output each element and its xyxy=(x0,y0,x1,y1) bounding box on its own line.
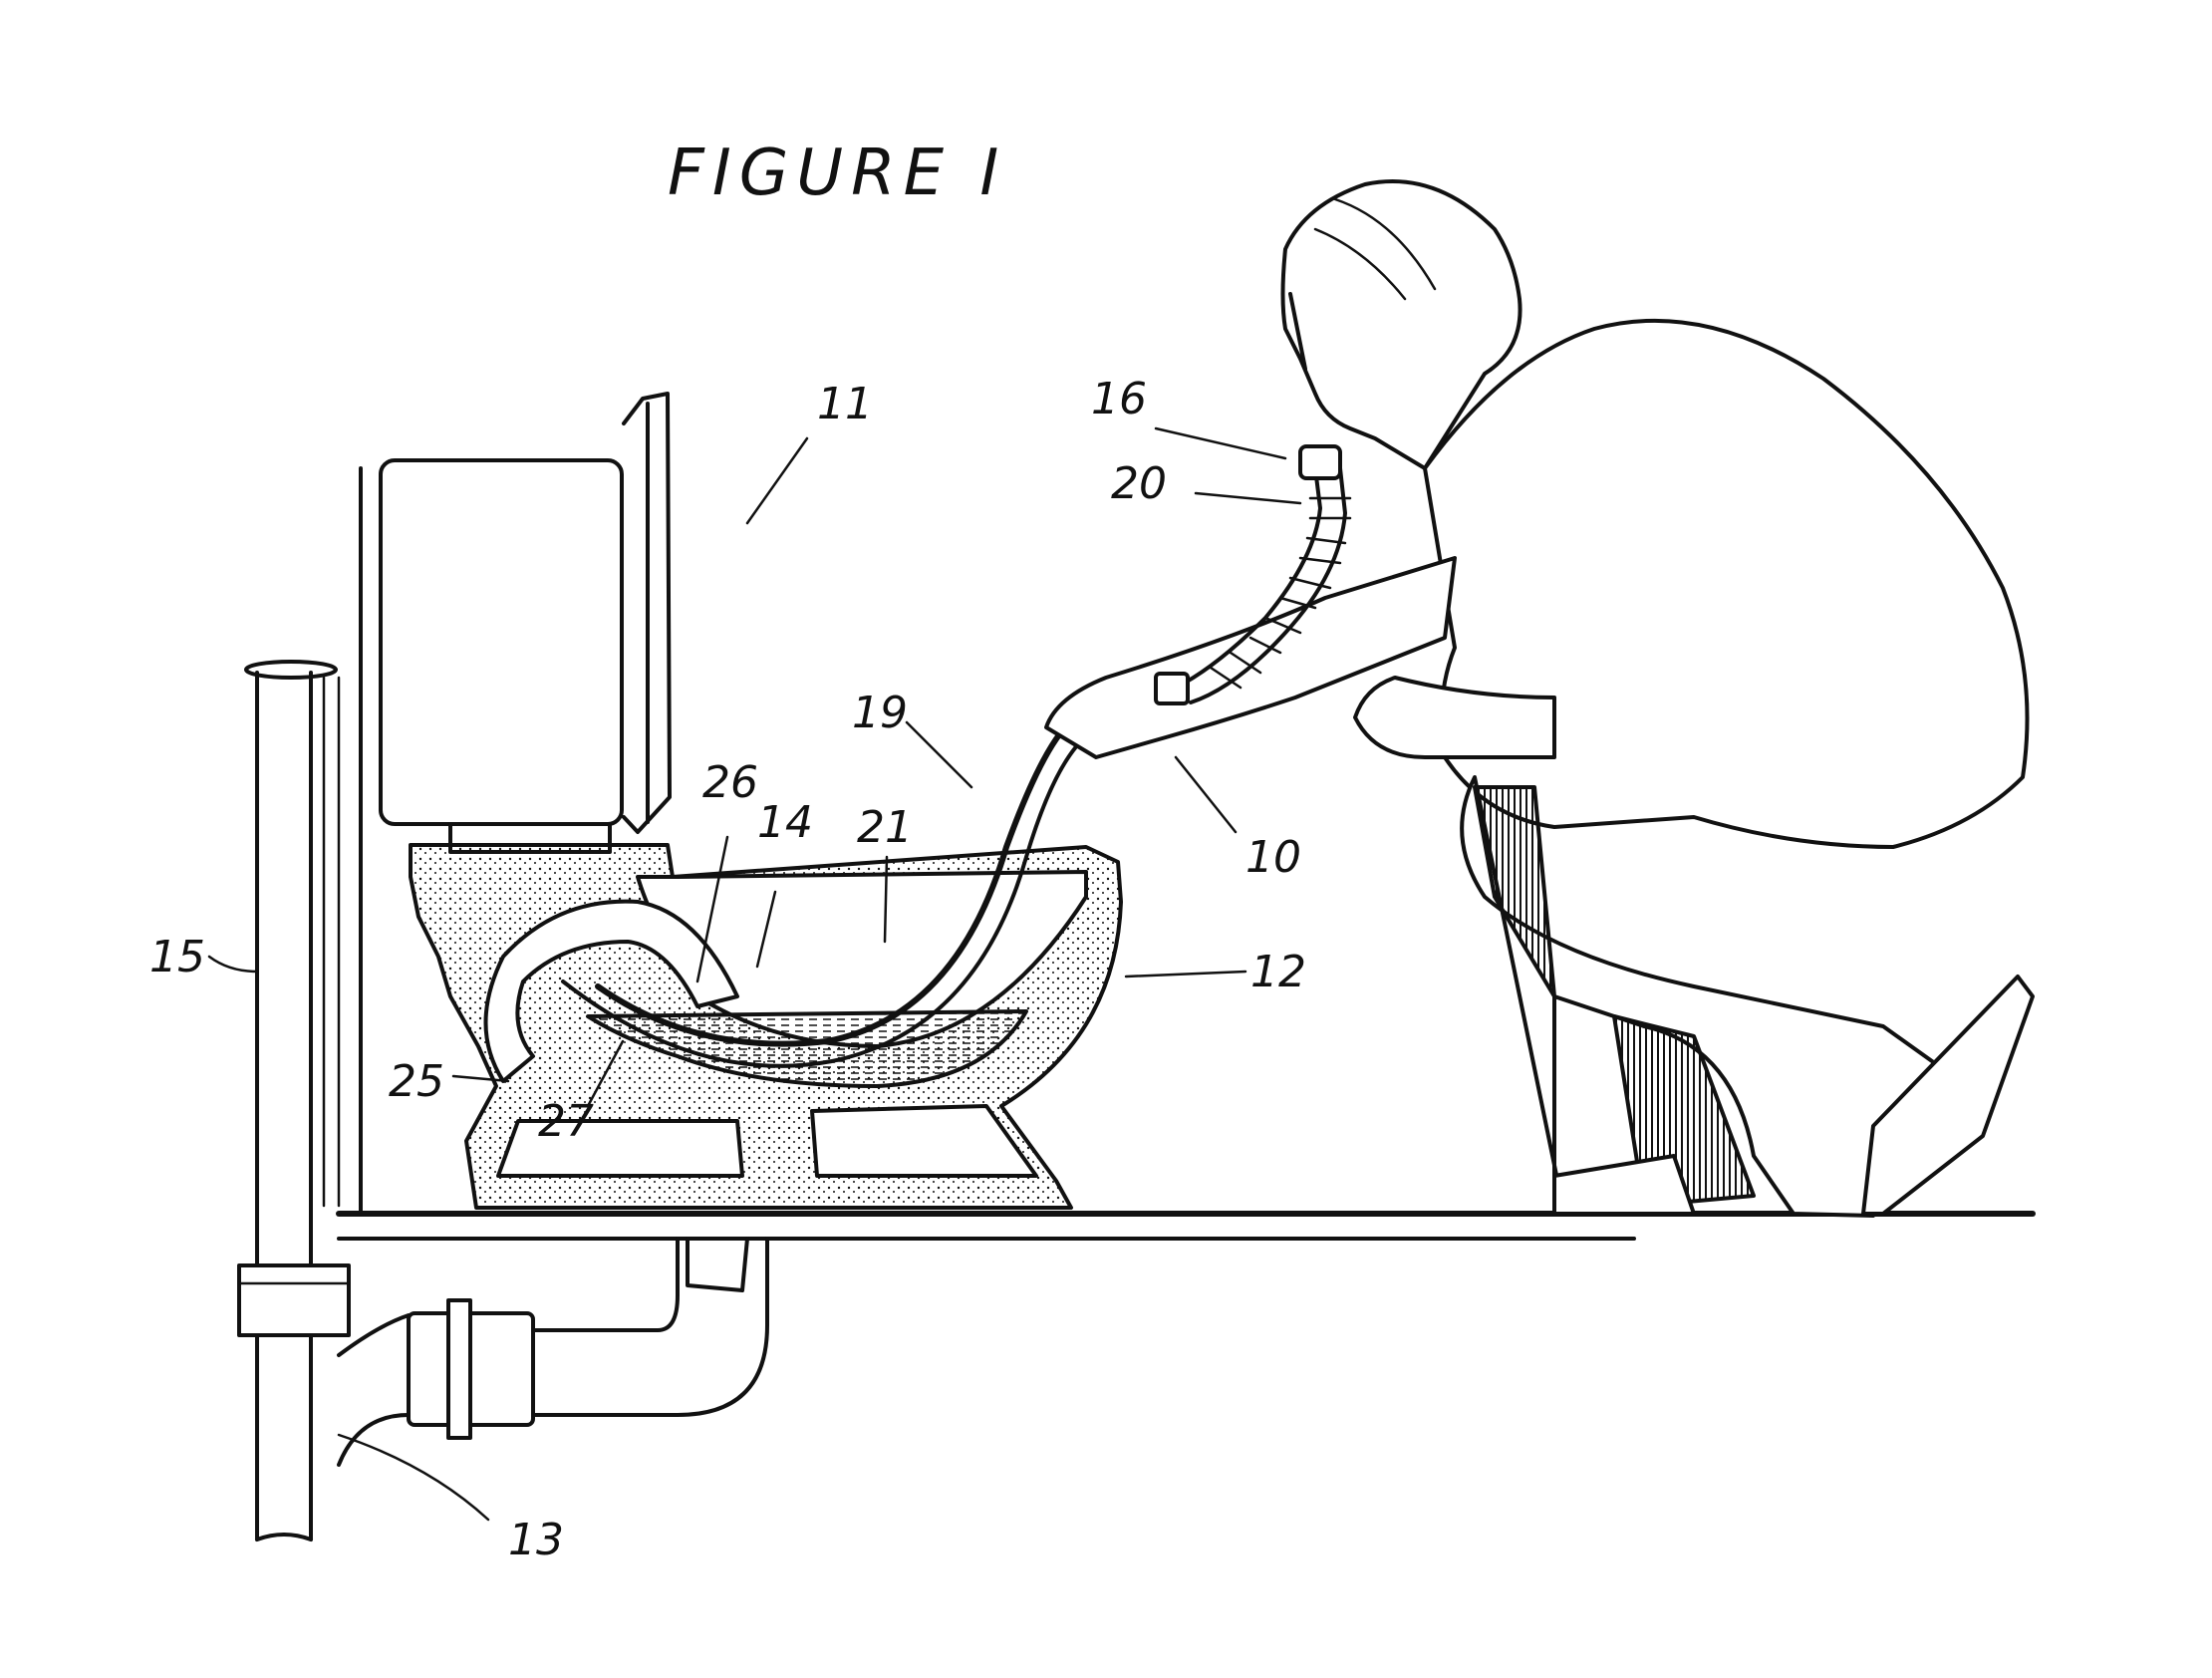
ref-label-25: 25 xyxy=(389,1056,444,1107)
ref-label-26: 26 xyxy=(702,757,758,808)
ref-label-19: 19 xyxy=(852,688,908,738)
floor xyxy=(336,1211,2036,1241)
ref-label-15: 15 xyxy=(149,932,205,982)
ref-label-13: 13 xyxy=(508,1515,564,1565)
ref-label-20: 20 xyxy=(1111,458,1167,509)
ref-label-12: 12 xyxy=(1250,947,1306,997)
ref-label-16: 16 xyxy=(1091,374,1147,424)
ref-label-14: 14 xyxy=(757,797,813,848)
stack-pipe xyxy=(237,660,351,1541)
ref-label-21: 21 xyxy=(857,802,913,853)
leader-lines xyxy=(207,426,1302,1522)
toilet-bowl xyxy=(409,843,1123,1210)
toilet-tank xyxy=(379,392,672,854)
ref-label-10: 10 xyxy=(1245,832,1301,883)
ref-label-27: 27 xyxy=(538,1096,594,1147)
drain-pipe xyxy=(337,1237,769,1467)
person xyxy=(1044,179,2035,1218)
ref-label-11: 11 xyxy=(817,379,873,429)
figure-title: FIGURE I xyxy=(668,137,1006,210)
breathing-tube xyxy=(1154,444,1352,705)
